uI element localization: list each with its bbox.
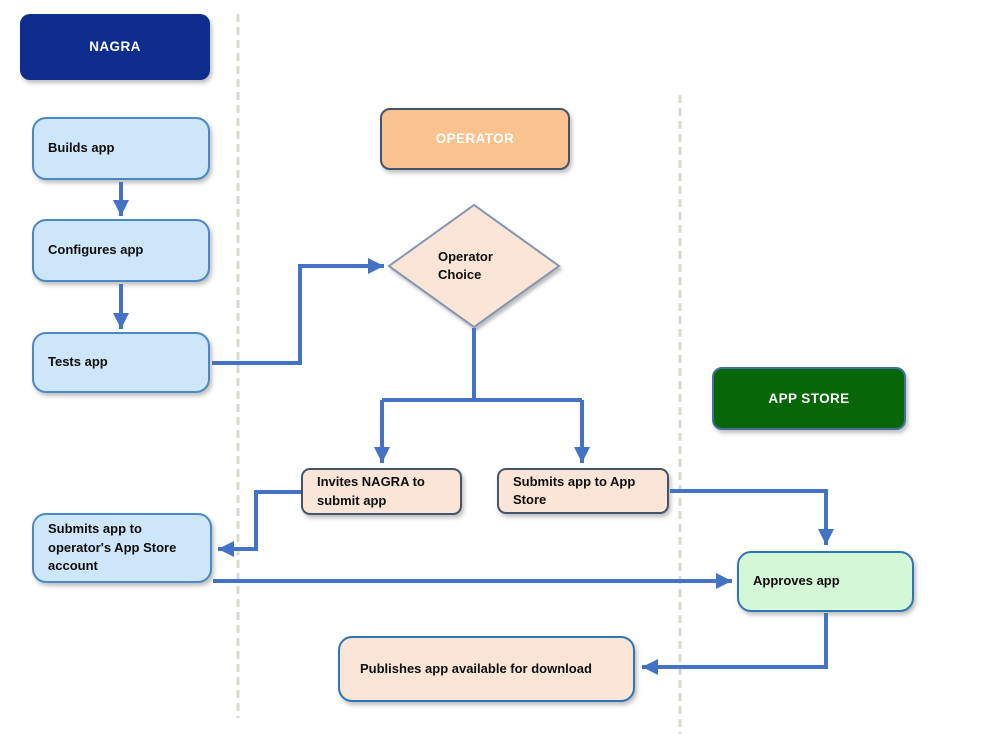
node-submits-app-store-label: Submits app to App Store bbox=[513, 473, 636, 507]
decision-diamond-shape bbox=[387, 203, 561, 329]
lane-header-nagra: NAGRA bbox=[20, 14, 210, 80]
arrow-submits-store-to-approves bbox=[670, 489, 834, 545]
arrow-invites-to-operator-account bbox=[218, 490, 301, 557]
node-submits-operator-account-label: Submits app to operator's App Store acco… bbox=[48, 521, 177, 574]
node-tests-app: Tests app bbox=[32, 332, 210, 393]
node-submits-operator-account: Submits app to operator's App Store acco… bbox=[32, 513, 212, 583]
lane-header-operator-label: OPERATOR bbox=[435, 131, 515, 147]
node-submits-app-store: Submits app to App Store bbox=[497, 468, 669, 514]
node-operator-choice-label: Operator Choice bbox=[438, 248, 493, 282]
node-configures-app: Configures app bbox=[32, 219, 210, 282]
node-invites-nagra: Invites NAGRA to submit app bbox=[301, 468, 462, 515]
lane-header-nagra-label: NAGRA bbox=[89, 39, 141, 55]
node-invites-nagra-label: Invites NAGRA to submit app bbox=[317, 474, 425, 508]
node-tests-app-label: Tests app bbox=[48, 354, 108, 370]
node-operator-choice: Operator Choice bbox=[389, 205, 559, 327]
node-approves-app: Approves app bbox=[737, 551, 914, 612]
lane-header-operator: OPERATOR bbox=[380, 108, 570, 170]
node-publishes-app-label: Publishes app available for download bbox=[360, 660, 592, 676]
arrow-choice-branch-bar bbox=[382, 328, 582, 402]
node-publishes-app: Publishes app available for download bbox=[338, 636, 635, 702]
arrow-tests-to-choice bbox=[212, 258, 384, 365]
node-configures-app-label: Configures app bbox=[48, 242, 144, 258]
node-builds-app: Builds app bbox=[32, 117, 210, 180]
arrow-approves-to-publishes bbox=[642, 613, 828, 675]
lane-header-app-store-label: APP STORE bbox=[768, 390, 850, 406]
arrow-group bbox=[113, 182, 834, 675]
node-builds-app-label: Builds app bbox=[48, 140, 115, 156]
lane-header-app-store: APP STORE bbox=[712, 367, 906, 430]
node-approves-app-label: Approves app bbox=[753, 573, 840, 589]
